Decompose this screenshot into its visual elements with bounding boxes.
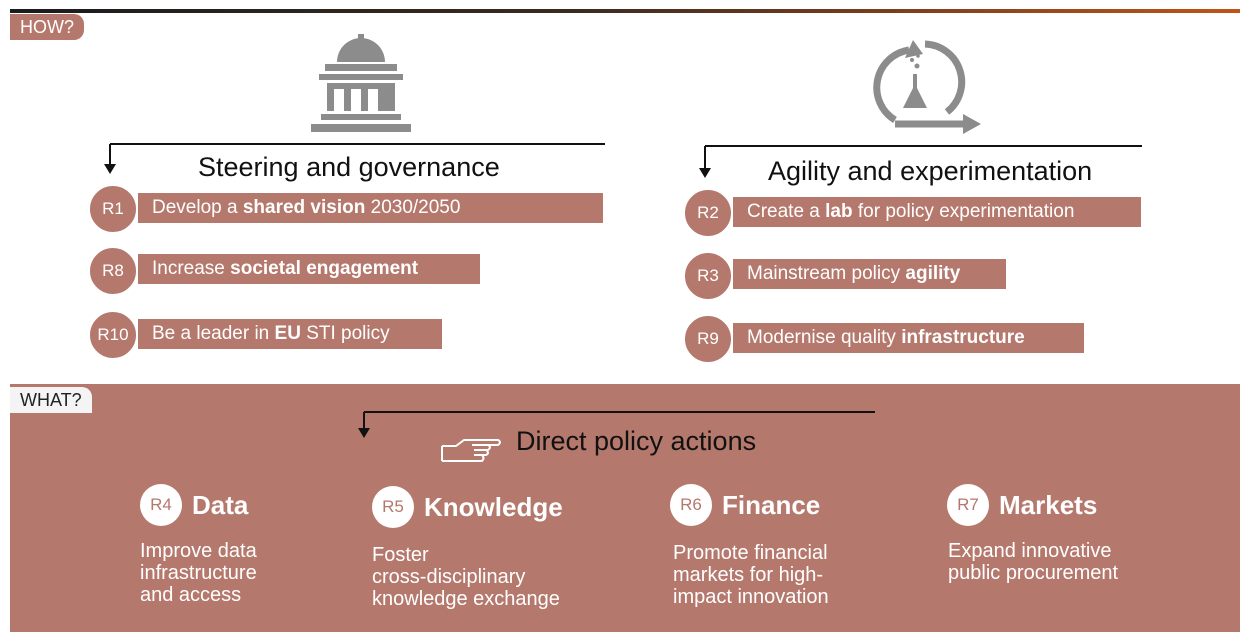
item-bold-text: societal engagement: [230, 258, 419, 279]
badge-r1: R1: [88, 184, 138, 234]
action-description-data: Improve data infrastructure and access: [140, 540, 257, 606]
item-bold-text: lab: [825, 201, 853, 222]
recommendation-bar-r9: Modernise quality infrastructure: [733, 323, 1084, 353]
recommendation-bar-r1: Develop a shared vision 2030/2050: [138, 193, 603, 223]
description-line: Foster: [372, 544, 429, 566]
item-text: Modernise quality: [747, 327, 902, 348]
action-description-knowledge: Foster cross-disciplinary knowledge exch…: [372, 544, 560, 610]
right-section-title: Agility and experimentation: [768, 156, 1093, 186]
action-title-finance: Finance: [722, 489, 821, 520]
recommendation-bar-r10: Be a leader in EU STI policy: [138, 319, 442, 349]
top-rule: [10, 9, 1240, 13]
what-label: WHAT?: [20, 390, 82, 410]
description-line: Expand innovative: [948, 540, 1112, 562]
action-title-data: Data: [192, 489, 249, 520]
badge-r5: R5: [372, 486, 414, 528]
description-line: Improve data: [140, 540, 257, 562]
right-connector-arrow: [699, 145, 1142, 178]
badge-r4: R4: [140, 484, 182, 526]
left-section-title: Steering and governance: [198, 152, 500, 182]
action-r5-header: R5 Knowledge: [372, 486, 563, 528]
left-connector-arrow: [104, 143, 605, 174]
item-text: for policy experimentation: [852, 201, 1075, 222]
badge-r3: R3: [683, 251, 733, 301]
action-r4-header: R4 Data: [140, 484, 248, 526]
badge-r8: R8: [88, 246, 138, 296]
what-tag: WHAT?: [10, 387, 92, 413]
item-text: STI policy: [300, 323, 390, 344]
badge-r9: R9: [683, 314, 733, 364]
item-text: Be a leader in: [152, 323, 275, 344]
badge-r6: R6: [670, 484, 712, 526]
description-line: markets for high-: [673, 564, 824, 586]
recommendation-bar-r3: Mainstream policy agility: [733, 259, 1006, 289]
item-bold-text: shared vision: [242, 197, 366, 218]
description-line: public procurement: [948, 562, 1119, 584]
item-text: Develop a: [152, 197, 243, 218]
description-line: infrastructure: [140, 562, 257, 584]
item-text: Create a: [747, 201, 826, 222]
item-bold-text: infrastructure: [901, 327, 1025, 348]
description-line: and access: [140, 584, 242, 606]
item-text: Increase: [152, 258, 231, 279]
action-r7-header: R7 Markets: [947, 484, 1097, 526]
description-line: Promote financial: [673, 542, 828, 564]
badge-r7: R7: [947, 484, 989, 526]
item-bold-text: agility: [905, 263, 961, 284]
action-title-knowledge: Knowledge: [424, 491, 563, 522]
lab-flask-cycle-icon: [873, 40, 981, 134]
pointing-hand-icon: [441, 439, 501, 462]
direct-section-title: Direct policy actions: [516, 426, 757, 456]
action-description-markets: Expand innovative public procurement: [948, 540, 1118, 584]
direct-connector-arrow: [358, 411, 875, 438]
action-r6-header: R6 Finance: [670, 484, 820, 526]
recommendation-bar-r8: Increase societal engagement: [138, 254, 480, 284]
government-building-icon: [311, 34, 411, 132]
badge-r10: R10: [88, 310, 138, 360]
how-tag: HOW?: [10, 14, 84, 40]
badge-r2: R2: [683, 188, 733, 238]
description-line: knowledge exchange: [372, 588, 560, 610]
description-line: cross-disciplinary: [372, 566, 526, 588]
item-text: 2030/2050: [365, 197, 461, 218]
recommendation-bar-r2: Create a lab for policy experimentation: [733, 197, 1141, 227]
item-text: Mainstream policy: [747, 263, 906, 284]
item-bold-text: EU: [274, 323, 301, 344]
how-label: HOW?: [20, 17, 74, 37]
description-line: impact innovation: [673, 586, 829, 608]
what-section-background: [10, 384, 1240, 632]
action-title-markets: Markets: [999, 489, 1098, 520]
action-description-finance: Promote financial markets for high- impa…: [673, 542, 829, 608]
